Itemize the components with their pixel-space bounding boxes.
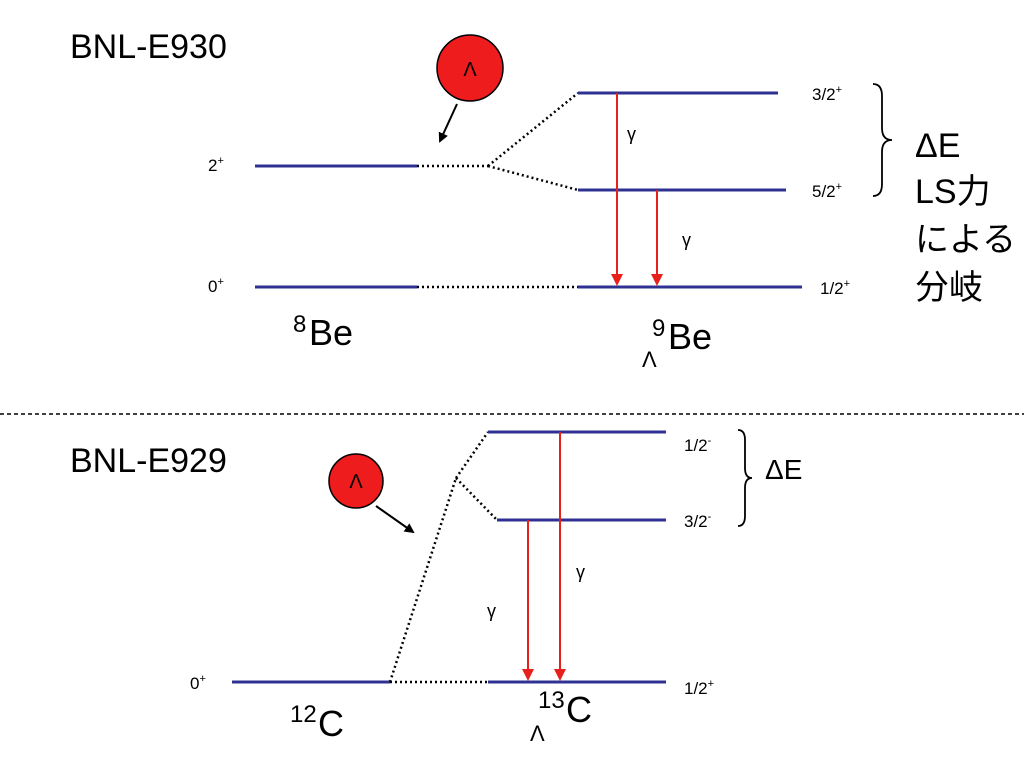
lambda-symbol: Λ (463, 59, 477, 81)
spin-label-1half-plus-top: 1/2+ (820, 278, 850, 298)
lambda-arrow-top (438, 103, 458, 143)
nuclide-8be: 8 Be (293, 311, 353, 353)
nuclide-9lbe-lambda: Λ (642, 347, 657, 372)
parity-sign: + (836, 181, 842, 193)
note-ls-force: LS力 (915, 173, 991, 211)
nuclide-13lc-mass: 13 (538, 687, 565, 714)
nuclide-9lbe-symbol: Be (668, 316, 712, 357)
note-niyoru: による (915, 221, 1016, 259)
nuclide-13lc: 13 C Λ (530, 687, 592, 746)
parity-sign: + (217, 276, 223, 288)
nuclide-8be-symbol: Be (309, 312, 353, 353)
connector-to-1half-minus (454, 431, 490, 479)
parity-sign: - (708, 435, 712, 447)
gamma-label-2: γ (682, 230, 691, 250)
parity-sign: + (708, 678, 714, 690)
note-delta-e-top: ΔE (915, 127, 960, 165)
parity-sign: + (836, 84, 842, 96)
parity-sign: + (217, 155, 223, 167)
spin-label-2plus: 2+ (208, 155, 224, 175)
connector-to-3half (487, 92, 579, 167)
note-delta-e-bottom: ΔE (765, 454, 802, 485)
spin-label-0plus-top: 0+ (208, 276, 224, 296)
brace-top (872, 83, 893, 197)
nuclide-13lc-symbol: C (566, 689, 592, 730)
parity-sign: + (199, 673, 205, 685)
parity-sign: + (844, 278, 850, 290)
spin-label-3half-minus: 3/2- (684, 511, 712, 531)
lambda-circle-icon (436, 34, 504, 102)
spin-label-5half-plus: 5/2+ (812, 181, 842, 201)
gamma-label-3: γ (576, 562, 585, 582)
spin-label-1half-plus-bottom: 1/2+ (684, 678, 714, 698)
nuclide-8be-mass: 8 (293, 311, 306, 338)
nuclide-12c-mass: 12 (290, 701, 317, 728)
connector-to-5half (487, 164, 579, 192)
spin-label-0plus-bottom: 0+ (190, 673, 206, 693)
nuclide-9lbe: 9 Be Λ (642, 315, 712, 372)
spin-label-1half-minus: 1/2- (684, 435, 712, 455)
gamma-label-1: γ (627, 124, 636, 144)
nuclide-12c-symbol: C (318, 703, 344, 744)
connector-to-3half-minus (455, 477, 498, 521)
spin-label-5half-plus-text: 5/2 (812, 182, 836, 201)
experiment-label-e929: BNL-E929 (70, 442, 227, 480)
nuclide-13lc-lambda: Λ (530, 721, 545, 746)
connector-rise (388, 477, 458, 683)
parity-sign: - (708, 511, 712, 523)
lambda-particle-bottom: Λ (328, 453, 384, 509)
spin-label-3half-plus-text: 3/2 (812, 85, 836, 104)
nuclide-9lbe-mass: 9 (652, 315, 665, 342)
gamma-label-4: γ (487, 601, 496, 621)
spin-label-3half-plus: 3/2+ (812, 84, 842, 104)
lambda-particle-top: Λ (436, 34, 504, 102)
spin-label-1half-plus-top-text: 1/2 (820, 279, 844, 298)
note-bunki: 分岐 (915, 269, 983, 307)
lambda-arrow-bottom (375, 505, 415, 534)
brace-bottom (737, 429, 753, 527)
nuclide-12c: 12 C (290, 701, 344, 744)
lambda-circle-icon (328, 453, 384, 509)
lambda-symbol: Λ (349, 471, 363, 493)
experiment-label-e930: BNL-E930 (70, 28, 227, 66)
